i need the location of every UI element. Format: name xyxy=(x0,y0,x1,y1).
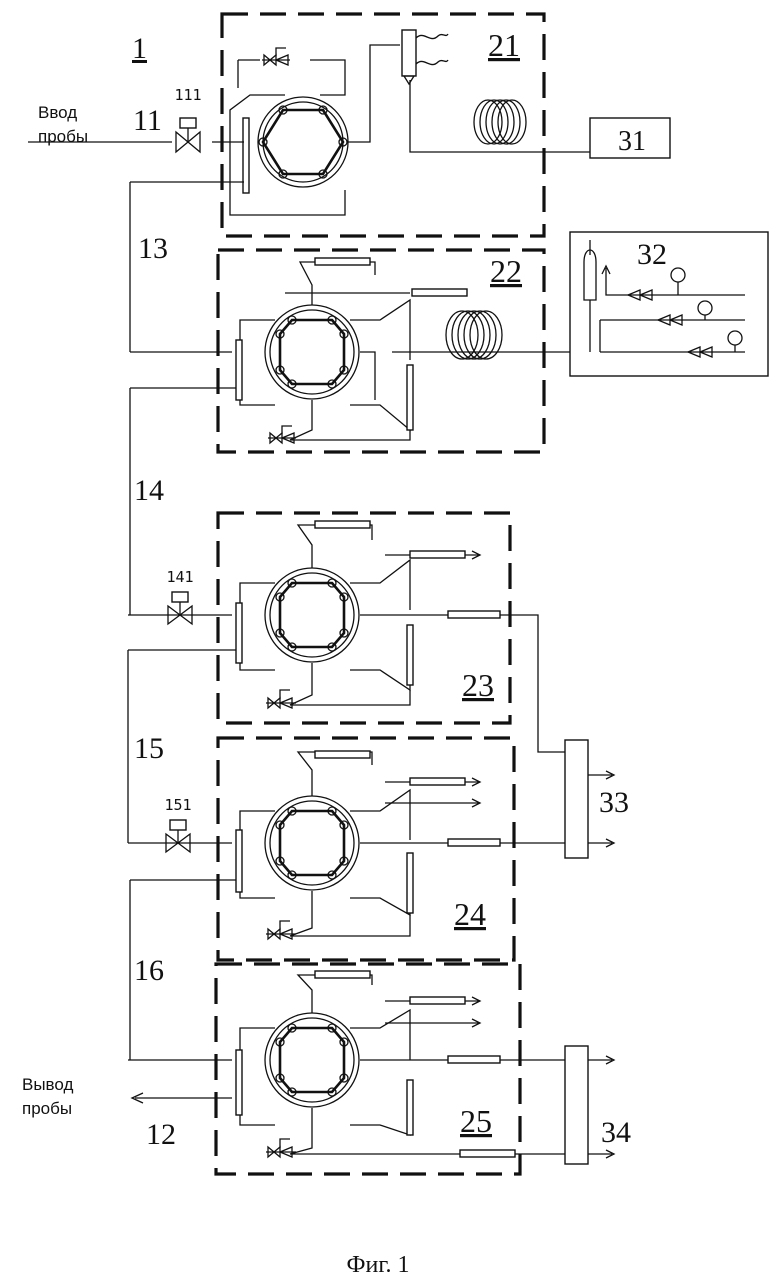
line-13-label: 13 xyxy=(138,232,168,265)
module-24-label: 24 xyxy=(454,896,486,932)
unit-34-box xyxy=(565,1046,588,1164)
system-label: 1 xyxy=(132,32,147,65)
module-24-regulator-icon xyxy=(266,921,296,939)
line-14-label: 14 xyxy=(134,474,164,507)
sample-in-label-2: пробы xyxy=(38,127,88,146)
main-lines xyxy=(28,142,244,1060)
module-21-valve xyxy=(258,97,348,187)
module-23-valve xyxy=(265,568,359,662)
valve-111-icon xyxy=(176,118,200,152)
module-24-valve xyxy=(265,796,359,890)
line-out-label: 12 xyxy=(146,1118,176,1151)
unit-31-label: 31 xyxy=(618,126,646,157)
module-22-valve xyxy=(265,305,359,399)
unit-33-label: 33 xyxy=(599,786,629,819)
unit-34-label: 34 xyxy=(601,1116,631,1149)
unit-33-box xyxy=(565,740,588,858)
line-in-label: 11 xyxy=(133,104,162,137)
module-21-detector xyxy=(402,30,448,84)
line-16-label: 16 xyxy=(134,954,164,987)
module-25-piping xyxy=(128,971,565,1157)
valve-151-icon xyxy=(166,820,190,852)
module-25-valve xyxy=(265,1013,359,1107)
valve-141-icon xyxy=(168,592,192,624)
figure-caption: Фиг. 1 xyxy=(347,1252,410,1278)
module-21-coil xyxy=(474,100,526,144)
valve-151-label: 151 xyxy=(164,796,191,814)
sample-out-label-1: Вывод xyxy=(22,1075,73,1094)
module-21-label: 21 xyxy=(488,27,520,63)
valve-111-label: 111 xyxy=(174,86,201,104)
module-21-regulator-icon xyxy=(262,48,290,65)
module-22-label: 22 xyxy=(490,253,522,289)
unit-32-box xyxy=(570,232,768,376)
module-23-regulator-icon xyxy=(266,690,296,708)
valve-141-label: 141 xyxy=(166,568,193,586)
sample-in-label-1: Ввод xyxy=(38,103,77,122)
module-24-piping xyxy=(128,751,565,936)
module-25-label: 25 xyxy=(460,1103,492,1139)
line-15-label: 15 xyxy=(134,732,164,765)
module-25-regulator-icon xyxy=(266,1139,296,1157)
sample-out-label-2: пробы xyxy=(22,1099,72,1118)
unit-32-label: 32 xyxy=(637,238,667,271)
module-25-boundary xyxy=(216,964,520,1174)
module-23-label: 23 xyxy=(462,667,494,703)
